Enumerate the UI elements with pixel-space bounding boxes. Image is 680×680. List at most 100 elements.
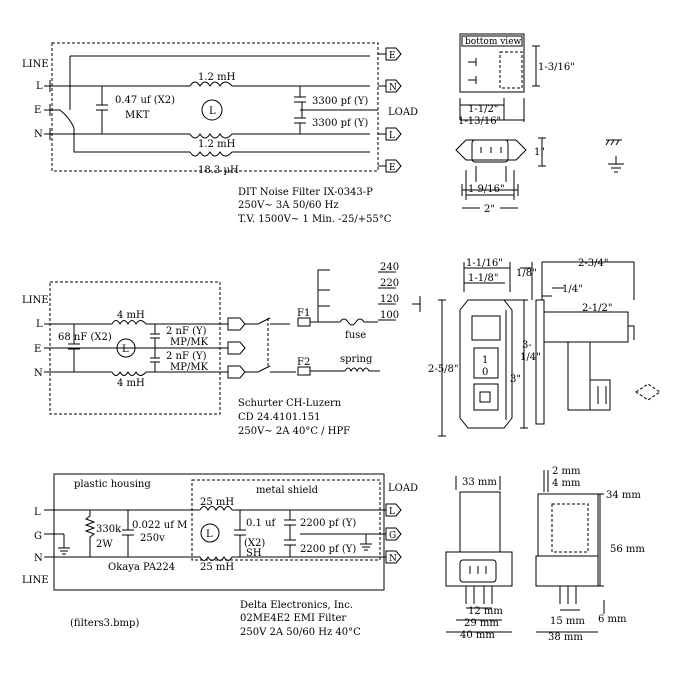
bot-inductor-1 [199, 506, 233, 512]
mid-switch-1: 1 [482, 355, 488, 366]
top-capy1-label: 3300 pf (Y) [312, 96, 368, 107]
bot-input-l: L [34, 507, 41, 518]
bot-input-g: G [34, 531, 42, 542]
mid-v240: 240 [380, 262, 399, 273]
top-capy2-label: 3300 pf (Y) [312, 118, 368, 129]
chassis-ground-icon [605, 139, 622, 146]
top-input-l: L [36, 81, 43, 92]
bot-line-label: LINE [22, 575, 49, 586]
bot-okaya: Okaya PA224 [108, 562, 175, 573]
top-mechanical-drawing: bottom view 1-3/16" 1-1/2" 1-13/16" 1 9/… [455, 33, 624, 215]
bot-out-g: G [389, 531, 396, 541]
mid-dim-118: 1-1/8" [468, 273, 498, 284]
bot-input-n: N [34, 553, 43, 564]
bot-inductor-2 [199, 555, 233, 561]
top-x-capacitor [96, 86, 108, 134]
bot-desc-2: 02ME4E2 EMI Filter [240, 613, 346, 624]
bot-dim-15: 15 mm [550, 616, 585, 627]
top-out-e1: E [389, 51, 396, 61]
top-bottom-view-label: bottom view [465, 37, 522, 47]
bot-dim-29: 29 mm [464, 618, 499, 629]
bot-desc-3: 250V 2A 50/60 Hz 40°C [240, 627, 361, 638]
mid-ind1-label: 4 mH [117, 310, 145, 321]
top-capx-label: 0.47 uf (X2) [115, 95, 175, 106]
top-desc-1: DIT Noise Filter IX-0343-P [238, 187, 373, 198]
bot-dim-4: 4 mm [552, 478, 581, 489]
bot-cap2: 250v [140, 533, 165, 544]
mid-inductor-2 [111, 370, 147, 376]
top-out-e2: E [389, 163, 396, 173]
mid-dim-314b: 1/4" [520, 352, 541, 363]
top-inductor-3 [189, 151, 233, 157]
mid-fuse-icon [339, 318, 378, 326]
top-output-terminals: E N L E [378, 47, 402, 173]
top-dim-height: 1-3/16" [538, 62, 575, 73]
bot-res1: 330k [96, 524, 122, 535]
mid-input-e: E [34, 344, 41, 355]
top-out-l: L [389, 131, 395, 141]
bot-cx2: (X2) [244, 538, 265, 549]
mid-dim-18: 1/8" [516, 268, 537, 279]
bot-dim-12: 12 mm [468, 606, 503, 617]
mid-spring-label: spring [340, 354, 373, 365]
bot-dim-2: 2 mm [552, 466, 581, 477]
mid-capy2b: MP/MK [170, 362, 209, 373]
top-dim-1: 1" [534, 147, 545, 158]
top-desc-3: T.V. 1500V∼ 1 Min. -25/+55°C [238, 214, 392, 225]
top-ind3-label: 18.3 µH [198, 165, 239, 176]
mid-dim-1116: 1-1/16" [466, 258, 503, 269]
bot-ind2-label: 25 mH [200, 562, 234, 573]
top-filter-schematic: LINE L E N 1.2 mH 1.2 mH L 0.47 uf (X2) … [22, 42, 418, 225]
top-filter-box [51, 42, 379, 172]
bot-load-label: LOAD [388, 483, 418, 494]
bot-dim-34: 34 mm [606, 490, 641, 501]
top-dim-1916: 1 9/16" [468, 184, 505, 195]
mid-v220: 220 [380, 278, 399, 289]
mid-switch-0: 0 [482, 367, 488, 378]
bot-sh: SH [246, 548, 262, 559]
top-ground-wire [50, 109, 370, 153]
top-dim-w1: 1-1/2" [468, 104, 498, 115]
bot-cap1: 0.022 uf M [132, 520, 187, 531]
top-inductor-1 [189, 81, 233, 87]
mid-coil-label: L [122, 344, 129, 355]
mid-input-l: L [36, 319, 43, 330]
mid-capy1a: 2 nF (Y) [166, 326, 207, 337]
mid-tap-wires [317, 269, 330, 322]
bot-out-n: N [389, 554, 397, 564]
bot-out-l: L [389, 507, 395, 517]
top-dim-2: 2" [484, 204, 495, 215]
bot-c01: 0.1 uf [246, 518, 277, 529]
mid-dim-3: 3" [510, 374, 521, 385]
top-input-e: E [34, 105, 41, 116]
mid-dim-212: 2-1/2" [582, 303, 612, 314]
mid-desc-2: CD 24.4101.151 [238, 412, 320, 423]
top-ind2-label: 1.2 mH [198, 139, 236, 150]
mid-capy1b: MP/MK [170, 337, 209, 348]
top-out-n: N [389, 83, 397, 93]
bot-cy2: 2200 pf (Y) [300, 544, 356, 555]
mid-ind2-label: 4 mH [117, 378, 145, 389]
mid-capx-label: 68 nF (X2) [58, 332, 112, 343]
top-coil-label: L [209, 106, 216, 117]
mid-dim-258: 2-5/8" [428, 364, 458, 375]
bot-dim-38: 38 mm [548, 632, 583, 643]
bot-filter-schematic: plastic housing metal shield LOAD LINE L… [22, 473, 418, 638]
top-capx2-label: MKT [125, 110, 150, 121]
earth-ground-icon [608, 156, 624, 173]
mid-dim-14: 1/4" [562, 284, 583, 295]
mid-dim-234: 2-3/4" [578, 258, 608, 269]
mid-dim-314a: 3- [522, 340, 532, 351]
top-inductor-2 [189, 133, 233, 139]
mid-v120: 120 [380, 294, 399, 305]
bot-shield-label: metal shield [256, 485, 319, 496]
mid-desc-1: Schurter CH-Luzern [238, 398, 342, 409]
top-input-terminals [44, 85, 50, 135]
mid-capy2a: 2 nF (Y) [166, 351, 207, 362]
mid-line-label: LINE [22, 295, 49, 306]
bot-mechanical-drawing: 33 mm 12 mm 29 mm 40 mm 2 mm 4 mm 34 mm … [445, 466, 645, 643]
mid-f2-label: F2 [297, 357, 310, 368]
mid-fuse-label: fuse [345, 330, 366, 341]
top-ind1-label: 1.2 mH [198, 72, 236, 83]
